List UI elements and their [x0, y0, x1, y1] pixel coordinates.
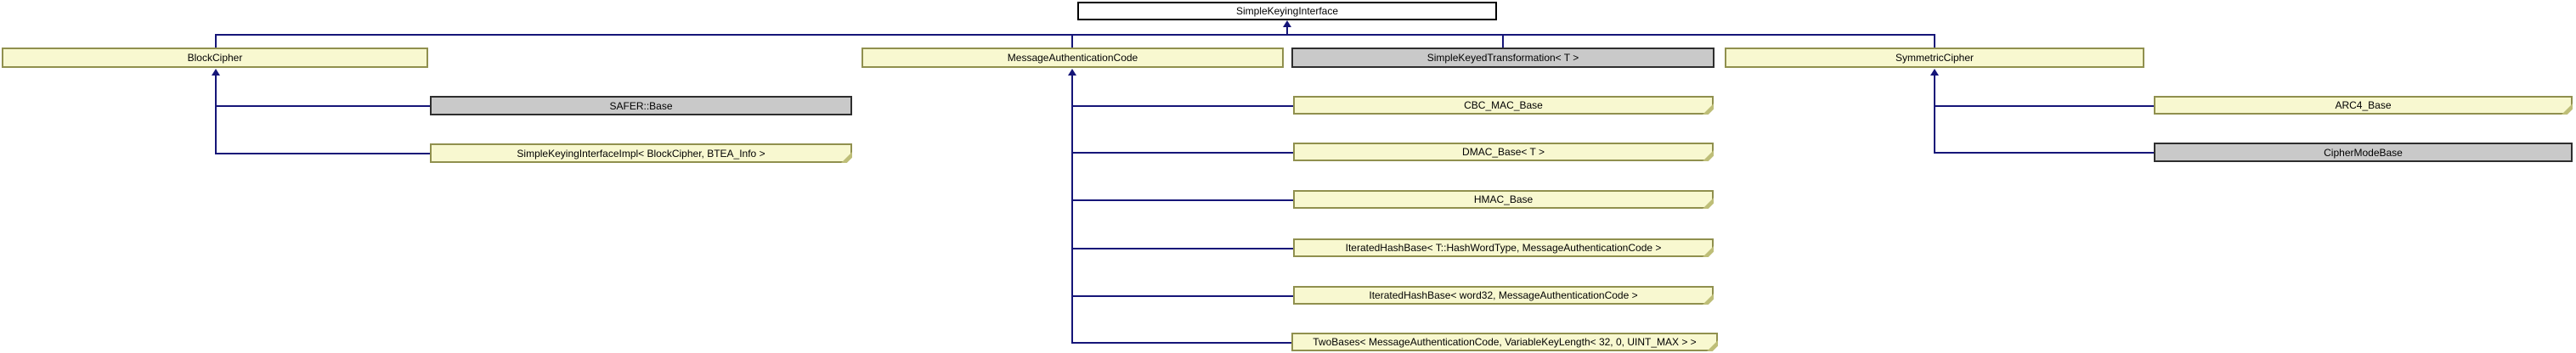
- class-node-messageauthenticationcode[interactable]: MessageAuthenticationCode: [861, 48, 1284, 68]
- class-label: IteratedHashBase< word32, MessageAuthent…: [1369, 289, 1638, 301]
- class-node-iteratedhashbase-hashwordtype[interactable]: IteratedHashBase< T::HashWordType, Messa…: [1293, 238, 1714, 257]
- inheritance-arrow-icon: [1283, 20, 1291, 27]
- edge-line-ihb-t: [1071, 248, 1293, 249]
- class-label: SimpleKeyingInterfaceImpl< BlockCipher, …: [517, 147, 765, 160]
- class-node-simplekeyedtransformation: SimpleKeyedTransformation< T >: [1291, 48, 1715, 68]
- truncation-fold-icon: [2562, 104, 2573, 115]
- edge-line-mac: [1071, 35, 1073, 48]
- class-label: IteratedHashBase< T::HashWordType, Messa…: [1345, 242, 1662, 254]
- edge-line-cbcmac: [1071, 105, 1293, 107]
- inheritance-arrow-icon: [212, 69, 220, 76]
- inheritance-arrow-icon: [1930, 69, 1939, 76]
- edge-line-twobases: [1071, 342, 1291, 344]
- truncation-fold-icon: [1703, 150, 1714, 161]
- edge-line-mac-children: [1071, 74, 1073, 344]
- class-node-blockcipher[interactable]: BlockCipher: [2, 48, 428, 68]
- class-label: CBC_MAC_Base: [1464, 99, 1543, 111]
- truncation-fold-icon: [1703, 104, 1714, 115]
- class-label: HMAC_Base: [1473, 193, 1534, 205]
- class-label: ARC4_Base: [2335, 99, 2392, 111]
- class-label: DMAC_Base< T >: [1462, 146, 1545, 158]
- class-node-simplekeyinginterfaceimpl[interactable]: SimpleKeyingInterfaceImpl< BlockCipher, …: [430, 143, 852, 163]
- class-node-simplekeyinginterface[interactable]: SimpleKeyingInterface: [1077, 2, 1497, 20]
- truncation-fold-icon: [1703, 198, 1714, 209]
- edge-line-dmac: [1071, 152, 1293, 154]
- class-node-ciphermodebase: CipherModeBase: [2154, 143, 2573, 162]
- edge-line-symmetriccipher-children: [1934, 74, 1935, 154]
- truncation-fold-icon: [1703, 294, 1714, 305]
- class-label: SymmetricCipher: [1895, 52, 1974, 64]
- edge-line-safer: [215, 105, 430, 107]
- class-node-cbc-mac-base[interactable]: CBC_MAC_Base: [1293, 96, 1714, 115]
- class-node-arc4-base[interactable]: ARC4_Base: [2154, 96, 2573, 115]
- class-node-symmetriccipher[interactable]: SymmetricCipher: [1725, 48, 2144, 68]
- class-node-dmac-base[interactable]: DMAC_Base< T >: [1293, 143, 1714, 161]
- class-label: TwoBases< MessageAuthenticationCode, Var…: [1313, 336, 1697, 348]
- edge-line-blockcipher-children: [215, 74, 217, 154]
- class-node-hmac-base[interactable]: HMAC_Base: [1293, 190, 1714, 209]
- edge-line-blockcipher: [215, 35, 217, 48]
- truncation-fold-icon: [1703, 246, 1714, 257]
- class-label: CipherModeBase: [2324, 146, 2403, 159]
- class-node-twobases[interactable]: TwoBases< MessageAuthenticationCode, Var…: [1291, 333, 1718, 351]
- edge-line-ciphermodebase: [1934, 152, 2154, 154]
- edge-line-skii: [215, 153, 430, 154]
- edge-line-root: [1286, 26, 1288, 35]
- class-node-safer-base: SAFER::Base: [430, 96, 852, 115]
- edge-line-hmac: [1071, 199, 1293, 201]
- class-label: SimpleKeyingInterface: [1235, 5, 1339, 17]
- truncation-fold-icon: [1707, 340, 1718, 351]
- edge-line-symmetriccipher: [1934, 35, 1935, 48]
- class-label: MessageAuthenticationCode: [1007, 52, 1138, 64]
- inheritance-arrow-icon: [1068, 69, 1076, 76]
- class-node-iteratedhashbase-word32[interactable]: IteratedHashBase< word32, MessageAuthent…: [1293, 286, 1714, 305]
- class-label: BlockCipher: [187, 52, 243, 64]
- class-label: SimpleKeyedTransformation< T >: [1426, 52, 1579, 64]
- edge-line-skt: [1502, 35, 1504, 48]
- class-label: SAFER::Base: [609, 99, 673, 112]
- truncation-fold-icon: [841, 152, 852, 163]
- edge-line-ihb-word32: [1071, 295, 1293, 297]
- edge-bus-line: [215, 34, 1935, 36]
- edge-line-arc4: [1934, 105, 2154, 107]
